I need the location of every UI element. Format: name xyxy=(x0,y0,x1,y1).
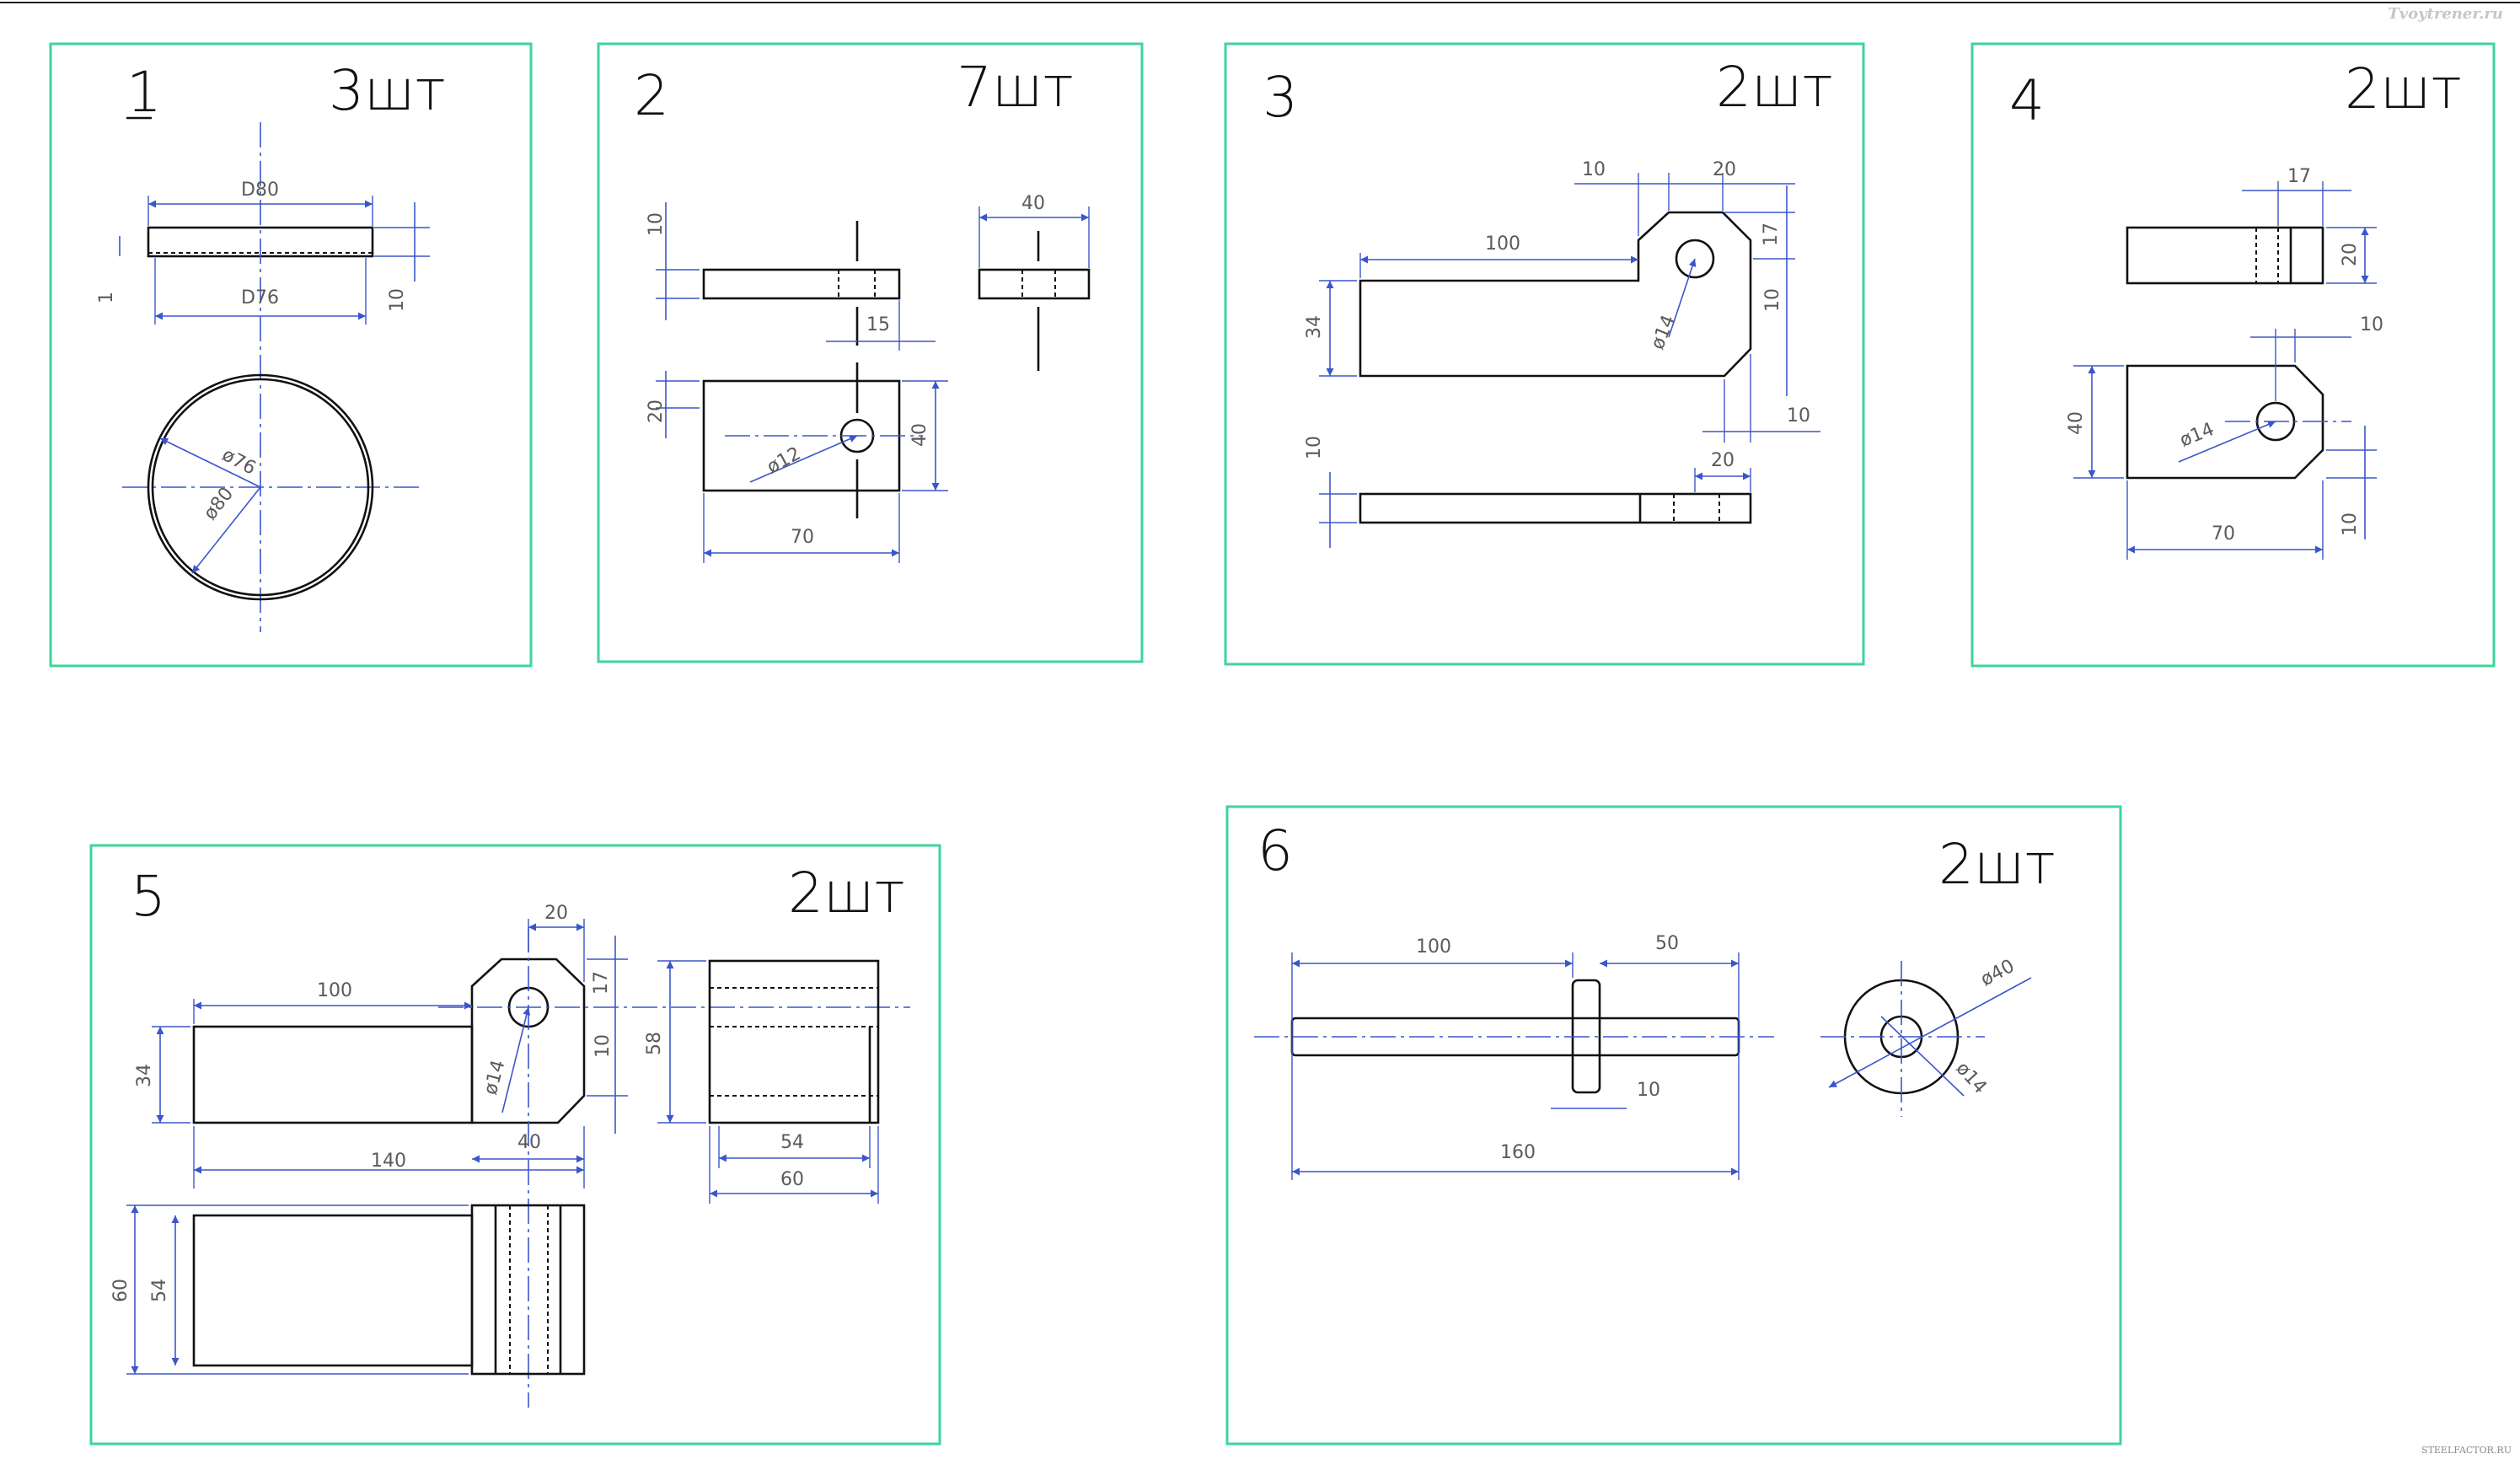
dim-5-hole: ø14 xyxy=(480,1058,510,1097)
dim-d76: D76 xyxy=(241,287,279,308)
part-4-top-view xyxy=(2126,226,2324,285)
dim-6-length-50: 50 xyxy=(1655,933,1679,954)
panel-1: 1 3шт D80 D76 1 10 ø76 ø80 xyxy=(49,42,533,668)
dim-6-dia-14: ø14 xyxy=(1952,1058,1991,1098)
part-5-side-view xyxy=(708,959,880,1124)
part-1-outer-circle xyxy=(147,373,374,601)
dim-5-side-60: 60 xyxy=(780,1169,804,1190)
part-5-plate xyxy=(192,1025,474,1124)
dim-10: 10 xyxy=(387,288,408,312)
dim-2-height: 10 xyxy=(646,212,667,236)
dim-4-chamfer: 10 xyxy=(2360,314,2383,335)
dim-2-width: 20 xyxy=(646,400,667,423)
dim-5-top-20: 20 xyxy=(544,903,568,924)
dim-3-top-20: 20 xyxy=(1713,159,1736,180)
panel-1-number: 1 xyxy=(126,60,162,125)
dim-5-side-54: 54 xyxy=(780,1132,804,1153)
dim-1: 1 xyxy=(96,292,117,303)
part-6-shaft xyxy=(1290,1017,1740,1057)
dim-3-right-10: 10 xyxy=(1762,288,1783,312)
dim-leader-76 xyxy=(159,437,261,488)
dim-3-top-10: 10 xyxy=(1582,159,1606,180)
part-2-side-view xyxy=(978,268,1091,300)
dim-5-length-100: 100 xyxy=(317,980,352,1001)
panel-3-quantity: 2шт xyxy=(1716,55,1833,120)
dim-5-bottom-60: 60 xyxy=(110,1279,131,1302)
panel-1-frame xyxy=(49,42,533,668)
dim-6-flange-10: 10 xyxy=(1637,1080,1660,1101)
part-4-front-view xyxy=(2126,364,2324,480)
panel-2-frame xyxy=(597,42,1144,663)
dim-3-bottom-20: 20 xyxy=(1711,450,1735,471)
top-border-line xyxy=(0,2,2520,3)
panel-6-frame xyxy=(1225,805,2122,1446)
dim-5-height-58: 58 xyxy=(644,1032,665,1055)
panel-3-number: 3 xyxy=(1263,65,1298,130)
dim-3-height: 34 xyxy=(1304,315,1325,339)
panel-6-number: 6 xyxy=(1257,818,1293,883)
part-3-hole xyxy=(1675,239,1715,279)
panel-5: 5 2шт ø14 20 100 17 10 34 140 40 58 xyxy=(89,844,941,1446)
part-2-top-view xyxy=(702,268,901,300)
dim-4-height-20: 20 xyxy=(2340,243,2361,266)
dim-3-right-17: 17 xyxy=(1761,223,1782,246)
dim-3-hole: ø14 xyxy=(1647,312,1680,352)
dim-4-right-10: 10 xyxy=(2340,512,2361,536)
panel-3-frame xyxy=(1224,42,1865,666)
watermark-top: Tvoytrener.ru xyxy=(2388,5,2503,23)
watermark-bottom: STEELFACTOR.RU xyxy=(2421,1445,2512,1456)
dim-4-height-40: 40 xyxy=(2066,411,2087,435)
panel-4-frame xyxy=(1970,42,2496,668)
dim-2-offset: 15 xyxy=(866,314,890,335)
part-5-bottom-bracket xyxy=(470,1204,586,1376)
dim-3-bottom-10: 10 xyxy=(1787,405,1810,427)
dim-5-height-34: 34 xyxy=(134,1064,155,1087)
panel-2-number: 2 xyxy=(634,63,669,128)
dim-6-dia-40: ø40 xyxy=(1977,956,2018,991)
panel-5-frame xyxy=(89,844,941,1446)
dim-5-width-40: 40 xyxy=(517,1132,541,1153)
part-5-bracket xyxy=(470,958,586,1124)
part-1-inner-circle xyxy=(151,378,370,597)
dim-4-top-17: 17 xyxy=(2287,166,2311,187)
panel-6: 6 2шт 100 50 10 160 ø40 ø14 xyxy=(1225,805,2122,1446)
dim-3-length: 100 xyxy=(1485,233,1520,255)
dim-5-length-140: 140 xyxy=(371,1151,406,1172)
panel-2: 2 7шт 10 40 15 ø12 20 40 70 xyxy=(597,42,1144,663)
panel-4: 4 2шт 17 20 ø14 10 40 70 10 xyxy=(1970,42,2496,668)
panel-5-quantity: 2шт xyxy=(788,861,905,925)
dim-4-hole: ø14 xyxy=(2177,419,2217,452)
dim-5-bottom-54: 54 xyxy=(149,1279,170,1302)
panel-4-quantity: 2шт xyxy=(2345,56,2462,121)
panel-2-quantity: 7шт xyxy=(957,55,1074,120)
dim-2-side-width: 40 xyxy=(1021,193,1045,214)
dim-d80: D80 xyxy=(241,180,279,201)
panel-3: 3 2шт ø14 10 20 100 34 17 10 10 10 20 xyxy=(1224,42,1865,666)
dim-5-right-10: 10 xyxy=(592,1034,614,1058)
dim-6-total-160: 160 xyxy=(1500,1142,1536,1163)
dim-3-thick: 10 xyxy=(1304,436,1325,459)
panel-5-number: 5 xyxy=(131,864,166,929)
dim-2-length: 70 xyxy=(791,527,814,548)
dim-dia-76: ø76 xyxy=(218,444,259,480)
dim-5-right-17: 17 xyxy=(591,971,612,995)
panel-1-quantity: 3шт xyxy=(329,58,446,123)
part-5-bottom-plate xyxy=(192,1214,474,1367)
panel-4-number: 4 xyxy=(2009,68,2045,133)
dim-6-length-100: 100 xyxy=(1416,936,1451,958)
part-3-front-view xyxy=(1359,211,1752,378)
dim-2-depth: 40 xyxy=(909,423,930,447)
part-3-bottom-view xyxy=(1359,492,1752,524)
panel-6-quantity: 2шт xyxy=(1938,832,2056,897)
dim-leader-80 xyxy=(191,486,261,574)
dim-4-length: 70 xyxy=(2212,523,2235,545)
dim-dia-80: ø80 xyxy=(200,484,238,524)
